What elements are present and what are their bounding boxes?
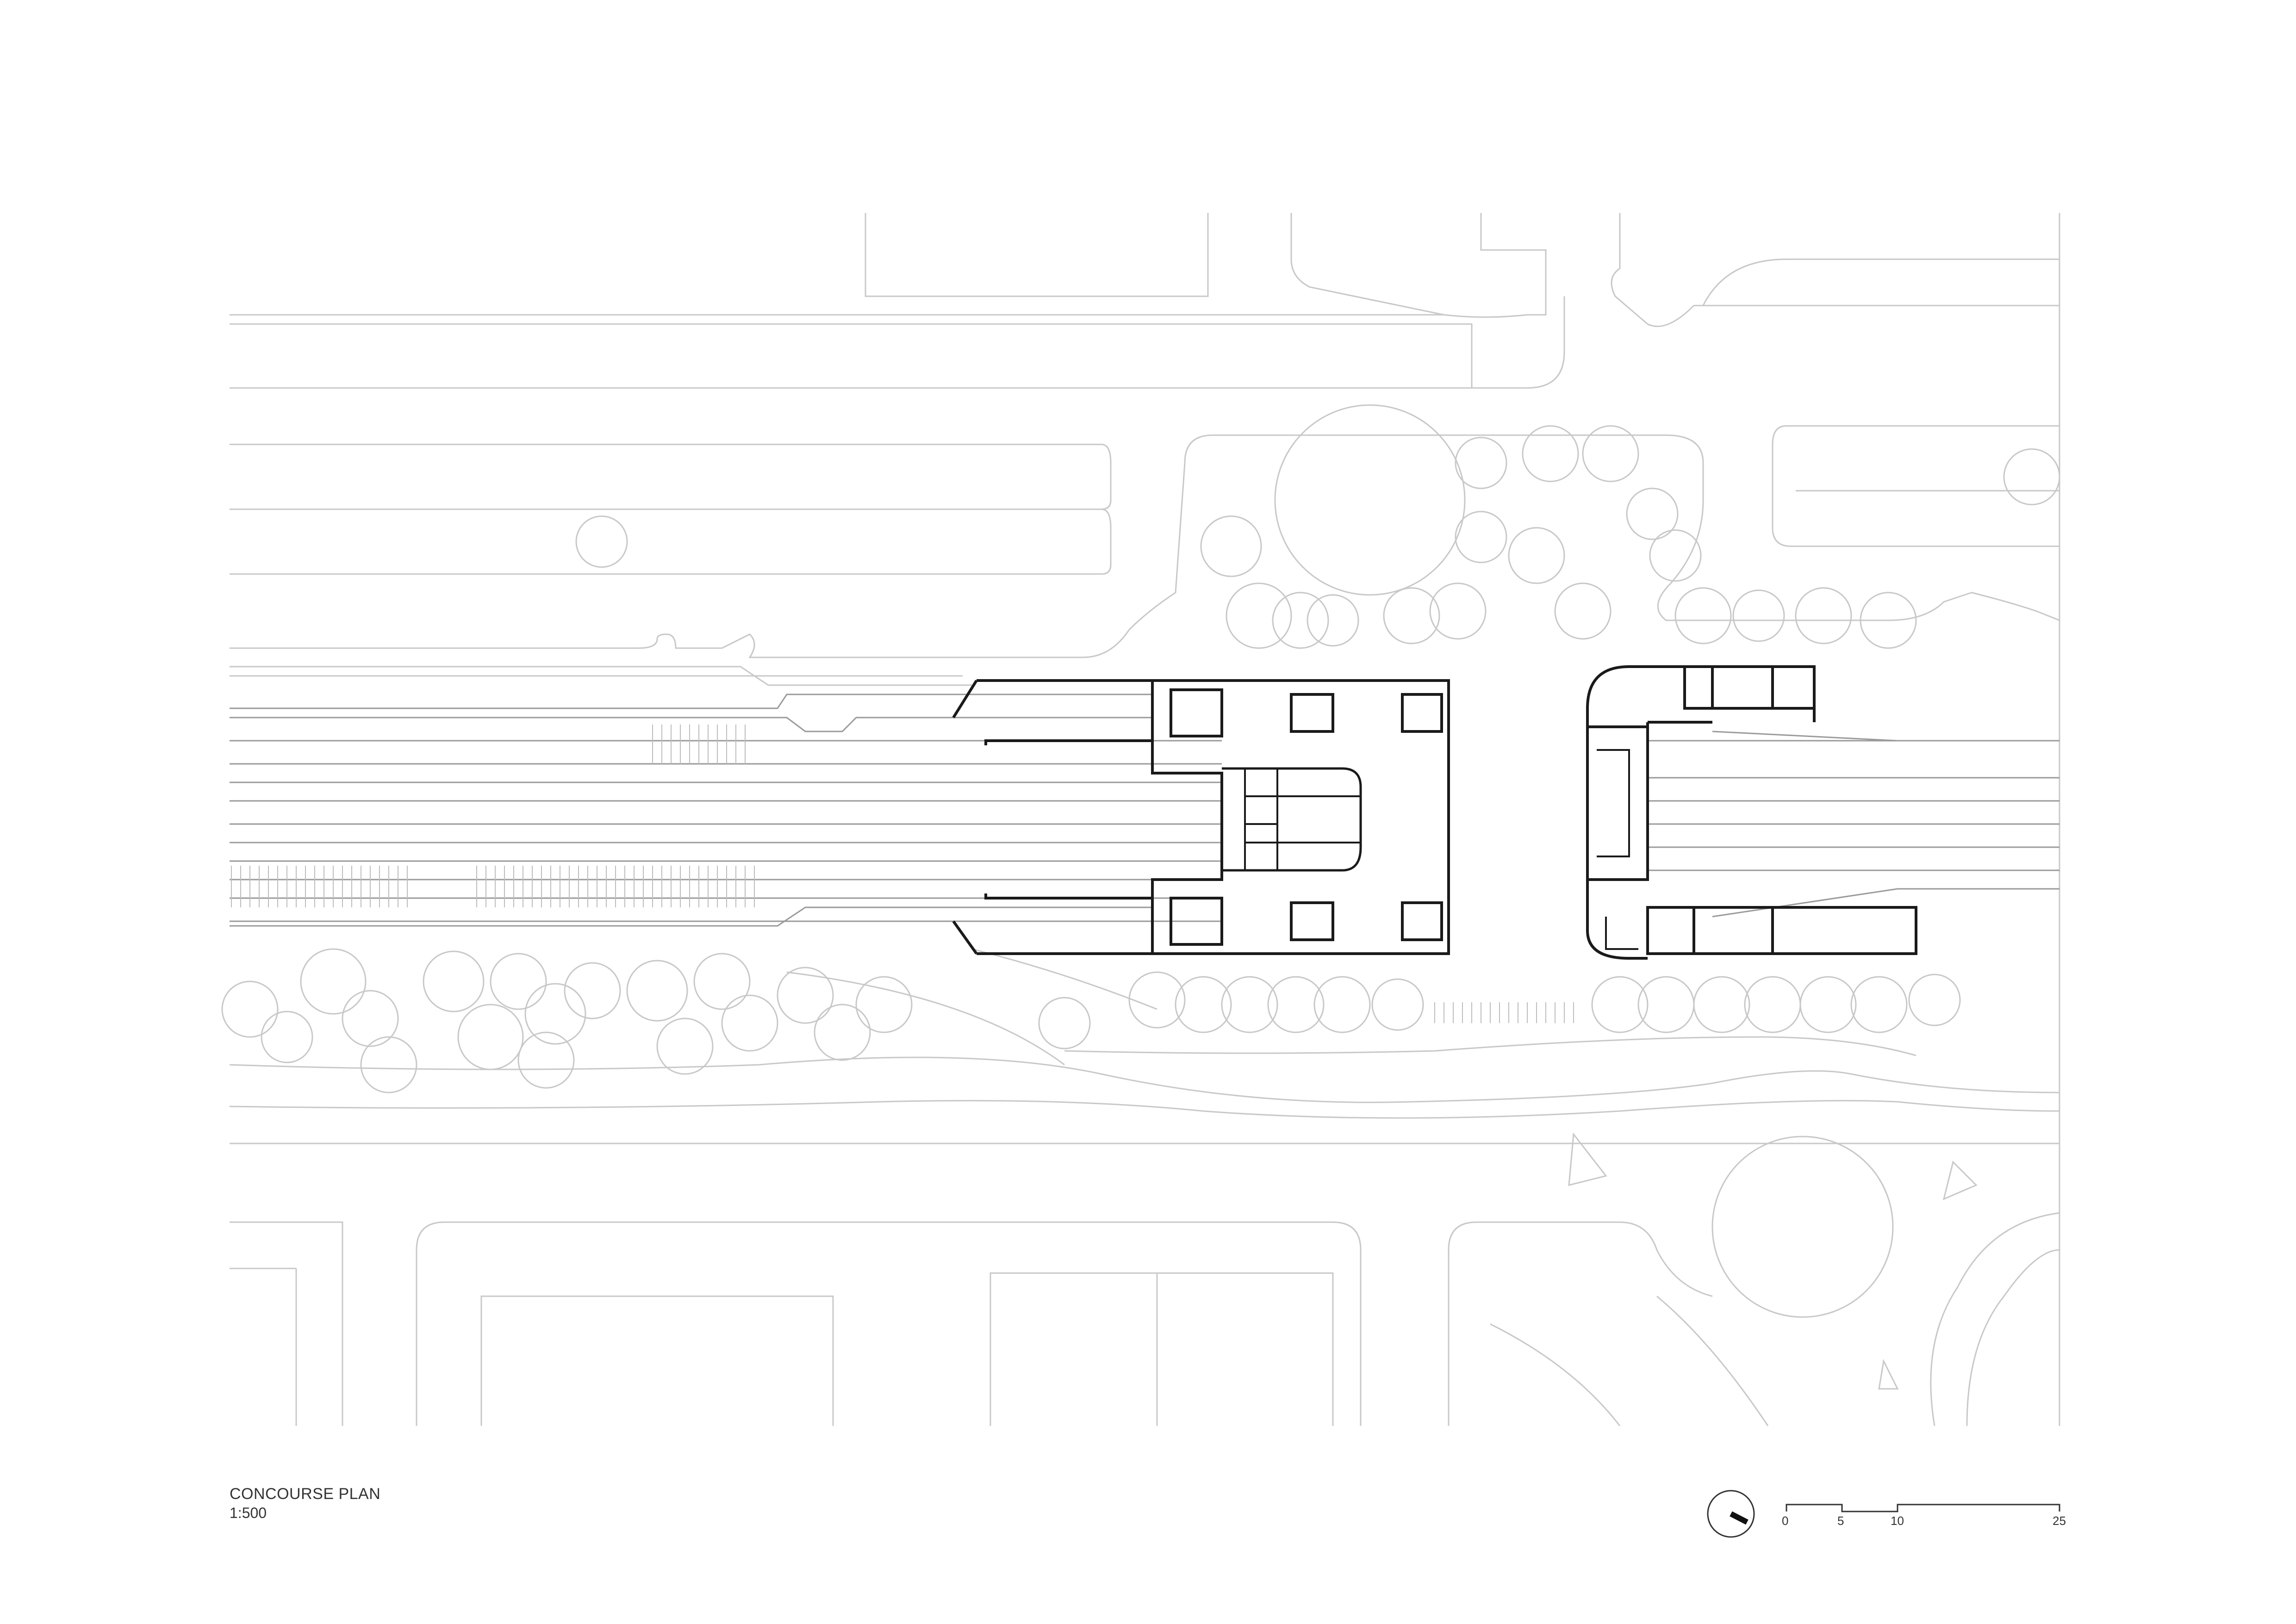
scale-ratio: 1:500 bbox=[230, 1505, 267, 1521]
rail-corridor bbox=[230, 693, 2060, 927]
scale-tick-25: 25 bbox=[2053, 1514, 2066, 1528]
north-arrow-icon bbox=[1707, 1490, 1755, 1538]
scale-tick-5: 5 bbox=[1837, 1514, 1844, 1528]
platform-canopy-hatch bbox=[231, 725, 1574, 1023]
plan-title: CONCOURSE PLAN bbox=[230, 1485, 381, 1503]
site-context bbox=[229, 213, 2060, 1426]
east-concourse-building bbox=[1586, 665, 1917, 960]
scale-tick-10: 10 bbox=[1891, 1514, 1904, 1528]
west-concourse-building bbox=[952, 679, 1450, 955]
scale-bar bbox=[1786, 1504, 2060, 1512]
scale-tick-0: 0 bbox=[1782, 1514, 1789, 1528]
trees bbox=[221, 404, 2060, 1093]
